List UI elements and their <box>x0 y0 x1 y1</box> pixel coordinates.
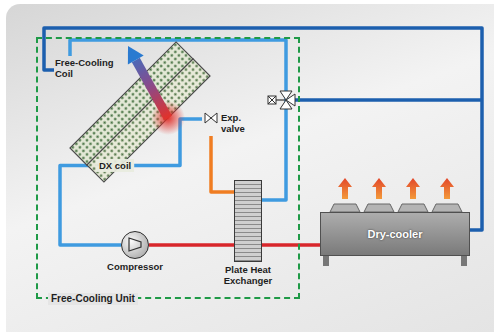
pipe-connector <box>211 136 234 192</box>
plate-heat-exchanger: Plate Heat Exchanger <box>234 180 262 262</box>
free-cooling-coil-label-box: Free-Cooling Coil <box>54 56 118 80</box>
airflow-arrowhead <box>128 46 144 64</box>
component-label: Dry-cooler <box>367 228 422 241</box>
airflow-arrow <box>136 60 168 118</box>
valve-label: Exp. valve <box>221 112 251 134</box>
expansion-valve-symbol <box>204 112 218 124</box>
pipe-connector <box>149 243 234 247</box>
dry-cooler-legs <box>323 255 467 266</box>
unit-title: Free-Cooling Unit <box>48 293 138 305</box>
coil-label: Free-Cooling Coil <box>55 57 117 79</box>
dx-coil-label-box: DX coil <box>96 159 134 172</box>
compressor-symbol <box>122 232 147 257</box>
dry-cooler-fans <box>330 204 462 212</box>
free-cooling-unit-frame: Free-Cooling UnitFree-Cooling CoilDX coi… <box>36 37 300 299</box>
heat-rejection-arrows <box>338 178 454 199</box>
dx-coil-body <box>87 59 210 182</box>
pipe-connector <box>44 28 482 230</box>
component-label: Plate Heat Exchanger <box>206 264 290 286</box>
three-way-valve <box>268 91 295 109</box>
compressor: Compressor <box>121 231 149 259</box>
pipe-connector <box>262 243 320 247</box>
expansion-valve: Exp. valve <box>202 110 253 136</box>
dry-cooler: Dry-cooler <box>320 212 470 256</box>
pipe-connector <box>60 166 121 246</box>
component-label: Compressor <box>107 261 163 272</box>
coil-label: DX coil <box>99 160 131 171</box>
water-pipe <box>292 98 482 102</box>
